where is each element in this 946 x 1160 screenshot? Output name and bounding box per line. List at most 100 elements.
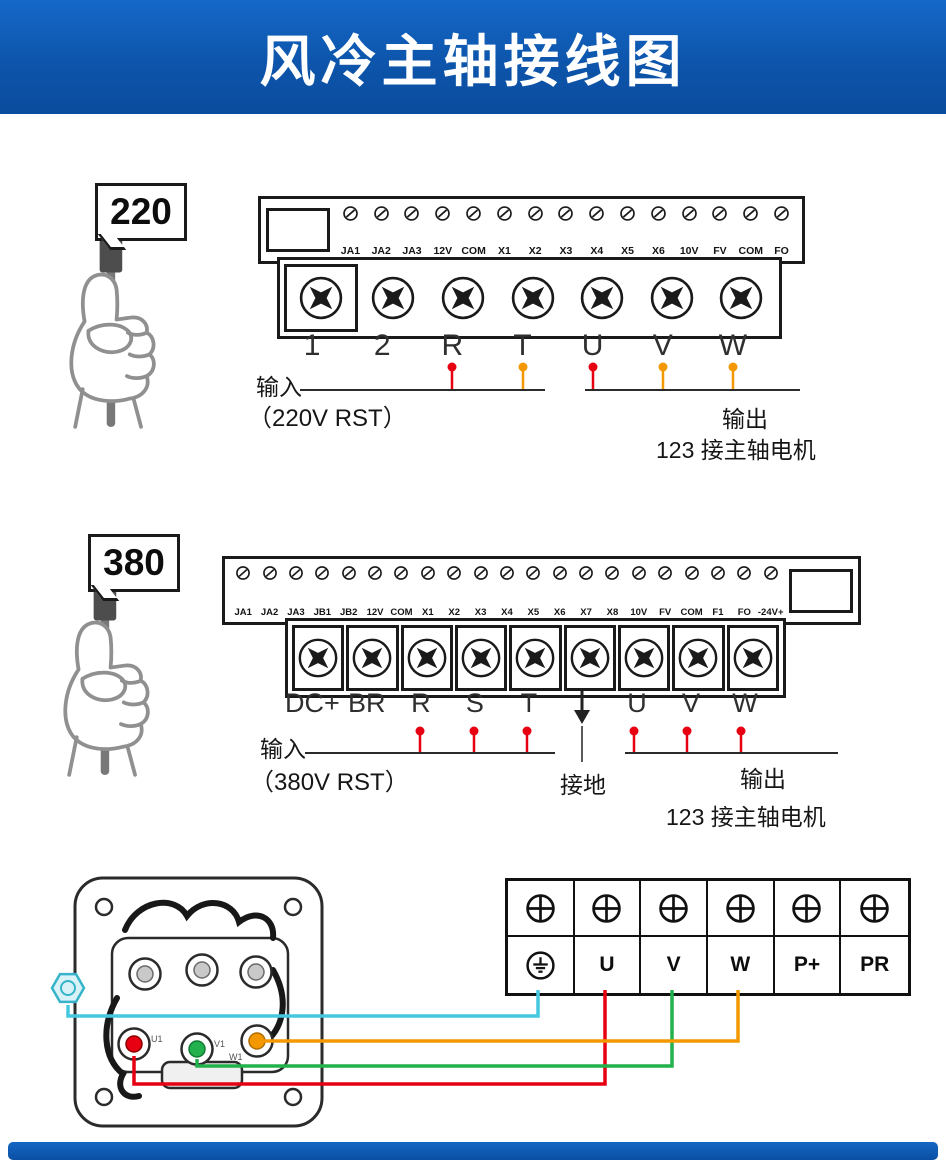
strip-terminal: -24V+ xyxy=(758,562,784,619)
strip-terminal: JB1 xyxy=(309,562,335,619)
strip-terminal-label: JA1 xyxy=(340,244,361,257)
strip-terminals: JA1 JA2 JA3 12V COM X1 X2 X3 X4 X5 X6 10… xyxy=(335,202,797,258)
strip-terminal-label: 10V xyxy=(630,606,648,618)
strip-terminal-label: JB2 xyxy=(339,606,358,618)
power-terminal xyxy=(400,625,453,691)
flange-bolt-hole xyxy=(283,897,303,917)
motor-flange-illustration: U1 V1 W1 xyxy=(50,876,324,1128)
screw-terminal-icon xyxy=(343,206,358,221)
plus-screw-icon xyxy=(792,893,822,923)
strip-terminal: X8 xyxy=(599,562,625,619)
table-label-cell: W xyxy=(708,937,775,993)
strip-terminal-label: FO xyxy=(774,244,789,257)
input-voltage-label-220: （220V RST） xyxy=(248,405,407,432)
power-terminal xyxy=(672,625,725,691)
phillips-screw-icon xyxy=(677,637,720,679)
terminal-label: U xyxy=(627,688,647,718)
screw-terminal-icon xyxy=(743,206,759,221)
strip-terminal: JA1 xyxy=(335,202,366,258)
header-banner: 风冷主轴接线图 xyxy=(0,0,946,114)
ground-nut xyxy=(50,972,86,1004)
power-terminal-labels-380: DC+ BR R S T U V W xyxy=(285,688,772,719)
table-label-cell: U xyxy=(575,937,642,993)
terminal-u1-label: U1 xyxy=(151,1034,163,1044)
phillips-screw-icon xyxy=(568,637,611,679)
strip-terminal-label: JB1 xyxy=(313,606,332,618)
strip-terminal-label: COM xyxy=(738,244,764,257)
strip-terminal-label: FO xyxy=(737,606,751,618)
power-terminal xyxy=(284,264,358,332)
screw-terminal-icon xyxy=(394,566,409,580)
terminal-label: T xyxy=(513,329,532,362)
terminal-label: 2 xyxy=(373,329,391,362)
strip-terminal-label: X2 xyxy=(448,606,460,618)
strip-terminal-label: X7 xyxy=(580,606,592,618)
terminal-label: V xyxy=(652,329,673,362)
motor-terminals-top-pins xyxy=(136,961,265,983)
strip-terminal-label: 12V xyxy=(433,244,453,257)
table-screw-cell xyxy=(574,881,642,937)
strip-terminal: FV xyxy=(652,562,678,619)
strip-terminal: X5 xyxy=(612,202,643,258)
power-terminal xyxy=(726,625,779,691)
screw-terminal-icon xyxy=(497,206,512,221)
screw-terminal-icon xyxy=(579,566,593,580)
voltage-badge-220-label: 220 xyxy=(110,191,172,232)
input-voltage-label-380: （380V RST） xyxy=(250,769,409,796)
strip-terminal: X6 xyxy=(547,562,573,619)
phillips-screw-icon xyxy=(460,637,503,679)
phillips-screw-icon xyxy=(439,275,486,321)
power-terminal xyxy=(499,264,567,332)
flange-bolt-hole xyxy=(94,897,114,917)
screw-terminal-icon xyxy=(558,206,574,221)
strip-terminal: JA2 xyxy=(366,202,397,258)
phillips-screw-icon xyxy=(370,275,417,321)
strip-terminal-label: X2 xyxy=(528,244,542,257)
screw-terminal-icon xyxy=(712,206,728,221)
power-terminal-labels-220: 1 2 R T U V W xyxy=(277,329,768,363)
strip-terminal-label: -24V+ xyxy=(757,606,784,618)
connector-block xyxy=(266,208,330,252)
strip-terminal-label: COM xyxy=(680,606,703,618)
screw-terminal-icon xyxy=(631,566,646,580)
strip-terminal: F1 xyxy=(705,562,731,619)
strip-terminal: JA2 xyxy=(256,562,282,619)
screw-terminal-icon xyxy=(420,566,435,580)
screw-terminal-icon xyxy=(527,206,543,221)
plus-screw-icon xyxy=(592,893,622,923)
screw-terminal-icon xyxy=(341,566,356,580)
table-screw-cell xyxy=(774,881,842,937)
flange-bolt-hole xyxy=(94,1087,114,1107)
screw-terminal-icon xyxy=(763,566,778,580)
table-ground-cell xyxy=(508,937,575,993)
spindle-terminal-table: U V W P+ PR xyxy=(505,878,911,996)
strip-terminal: 12V xyxy=(362,562,388,619)
strip-terminal: X4 xyxy=(494,562,520,619)
table-label-cell: P+ xyxy=(775,937,842,993)
strip-terminal: X1 xyxy=(489,202,520,258)
strip-terminal-label: X4 xyxy=(501,606,513,618)
strip-terminal-label: JA1 xyxy=(234,606,252,618)
plus-screw-icon xyxy=(726,893,755,923)
strip-terminal: X3 xyxy=(467,562,493,619)
screw-terminal-icon xyxy=(620,206,635,221)
terminal-label: R xyxy=(411,688,431,718)
table-label-cell: PR xyxy=(860,953,890,976)
screw-terminal-icon xyxy=(466,206,481,221)
power-terminal xyxy=(617,625,671,691)
terminal-label: W xyxy=(732,688,758,718)
terminal-label: BR xyxy=(348,688,386,718)
phillips-screw-icon xyxy=(623,637,666,679)
screw-terminal-icon xyxy=(711,566,725,580)
strip-terminal-label: F1 xyxy=(712,606,724,618)
strip-terminal: FO xyxy=(766,202,797,258)
strip-terminal-label: X5 xyxy=(621,244,634,257)
strip-terminal: COM xyxy=(678,562,704,619)
strip-terminal-label: JA2 xyxy=(371,244,391,257)
screw-terminal-icon xyxy=(473,566,488,580)
strip-terminal: JA1 xyxy=(230,562,256,619)
footer-bar xyxy=(8,1142,938,1160)
voltage-badge-380: 380 xyxy=(88,534,180,601)
screw-terminal-icon xyxy=(404,206,420,221)
screw-terminal-icon xyxy=(368,566,382,580)
